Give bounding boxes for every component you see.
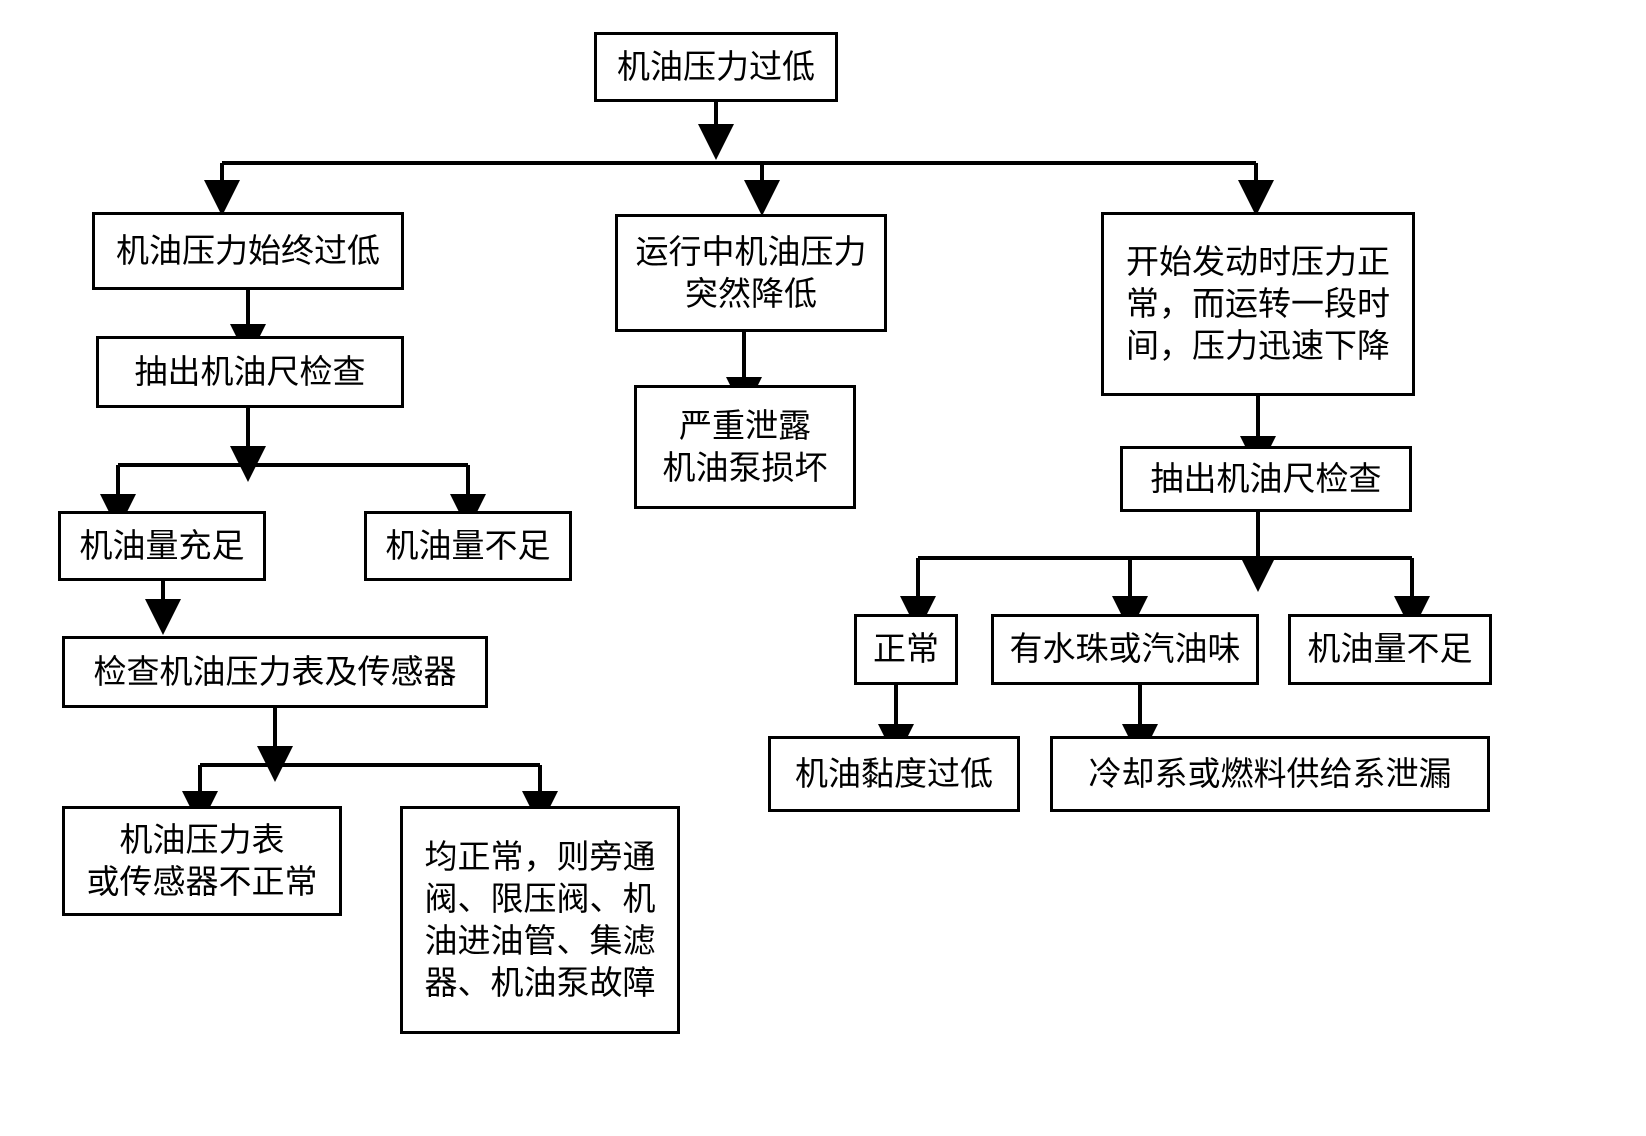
node-check-gauge-sensor[interactable]: 检查机油压力表及传感器 bbox=[62, 636, 488, 708]
node-all-normal-component-fault[interactable]: 均正常，则旁通 阀、限压阀、机 油进油管、集滤 器、机油泵故障 bbox=[400, 806, 680, 1034]
node-pressure-sudden-drop[interactable]: 运行中机油压力 突然降低 bbox=[615, 214, 887, 332]
node-water-or-gasoline-smell[interactable]: 有水珠或汽油味 bbox=[991, 614, 1259, 685]
node-oil-level-insufficient-left[interactable]: 机油量不足 bbox=[364, 511, 572, 581]
node-dipstick-check-left[interactable]: 抽出机油尺检查 bbox=[96, 336, 404, 408]
node-cooling-or-fuel-leak[interactable]: 冷却系或燃料供给系泄漏 bbox=[1050, 736, 1490, 812]
node-root[interactable]: 机油压力过低 bbox=[594, 32, 838, 102]
node-severe-leak-pump-damage[interactable]: 严重泄露 机油泵损坏 bbox=[634, 385, 856, 509]
node-gauge-or-sensor-faulty[interactable]: 机油压力表 或传感器不正常 bbox=[62, 806, 342, 916]
node-oil-viscosity-too-low[interactable]: 机油黏度过低 bbox=[768, 736, 1020, 812]
node-oil-level-insufficient-right[interactable]: 机油量不足 bbox=[1288, 614, 1492, 685]
node-normal-then-rapid-drop[interactable]: 开始发动时压力正 常，而运转一段时 间，压力迅速下降 bbox=[1101, 212, 1415, 396]
node-pressure-always-low[interactable]: 机油压力始终过低 bbox=[92, 212, 404, 290]
node-dipstick-check-right[interactable]: 抽出机油尺检查 bbox=[1120, 446, 1412, 512]
node-oil-level-sufficient[interactable]: 机油量充足 bbox=[58, 511, 266, 581]
node-normal[interactable]: 正常 bbox=[854, 614, 958, 685]
